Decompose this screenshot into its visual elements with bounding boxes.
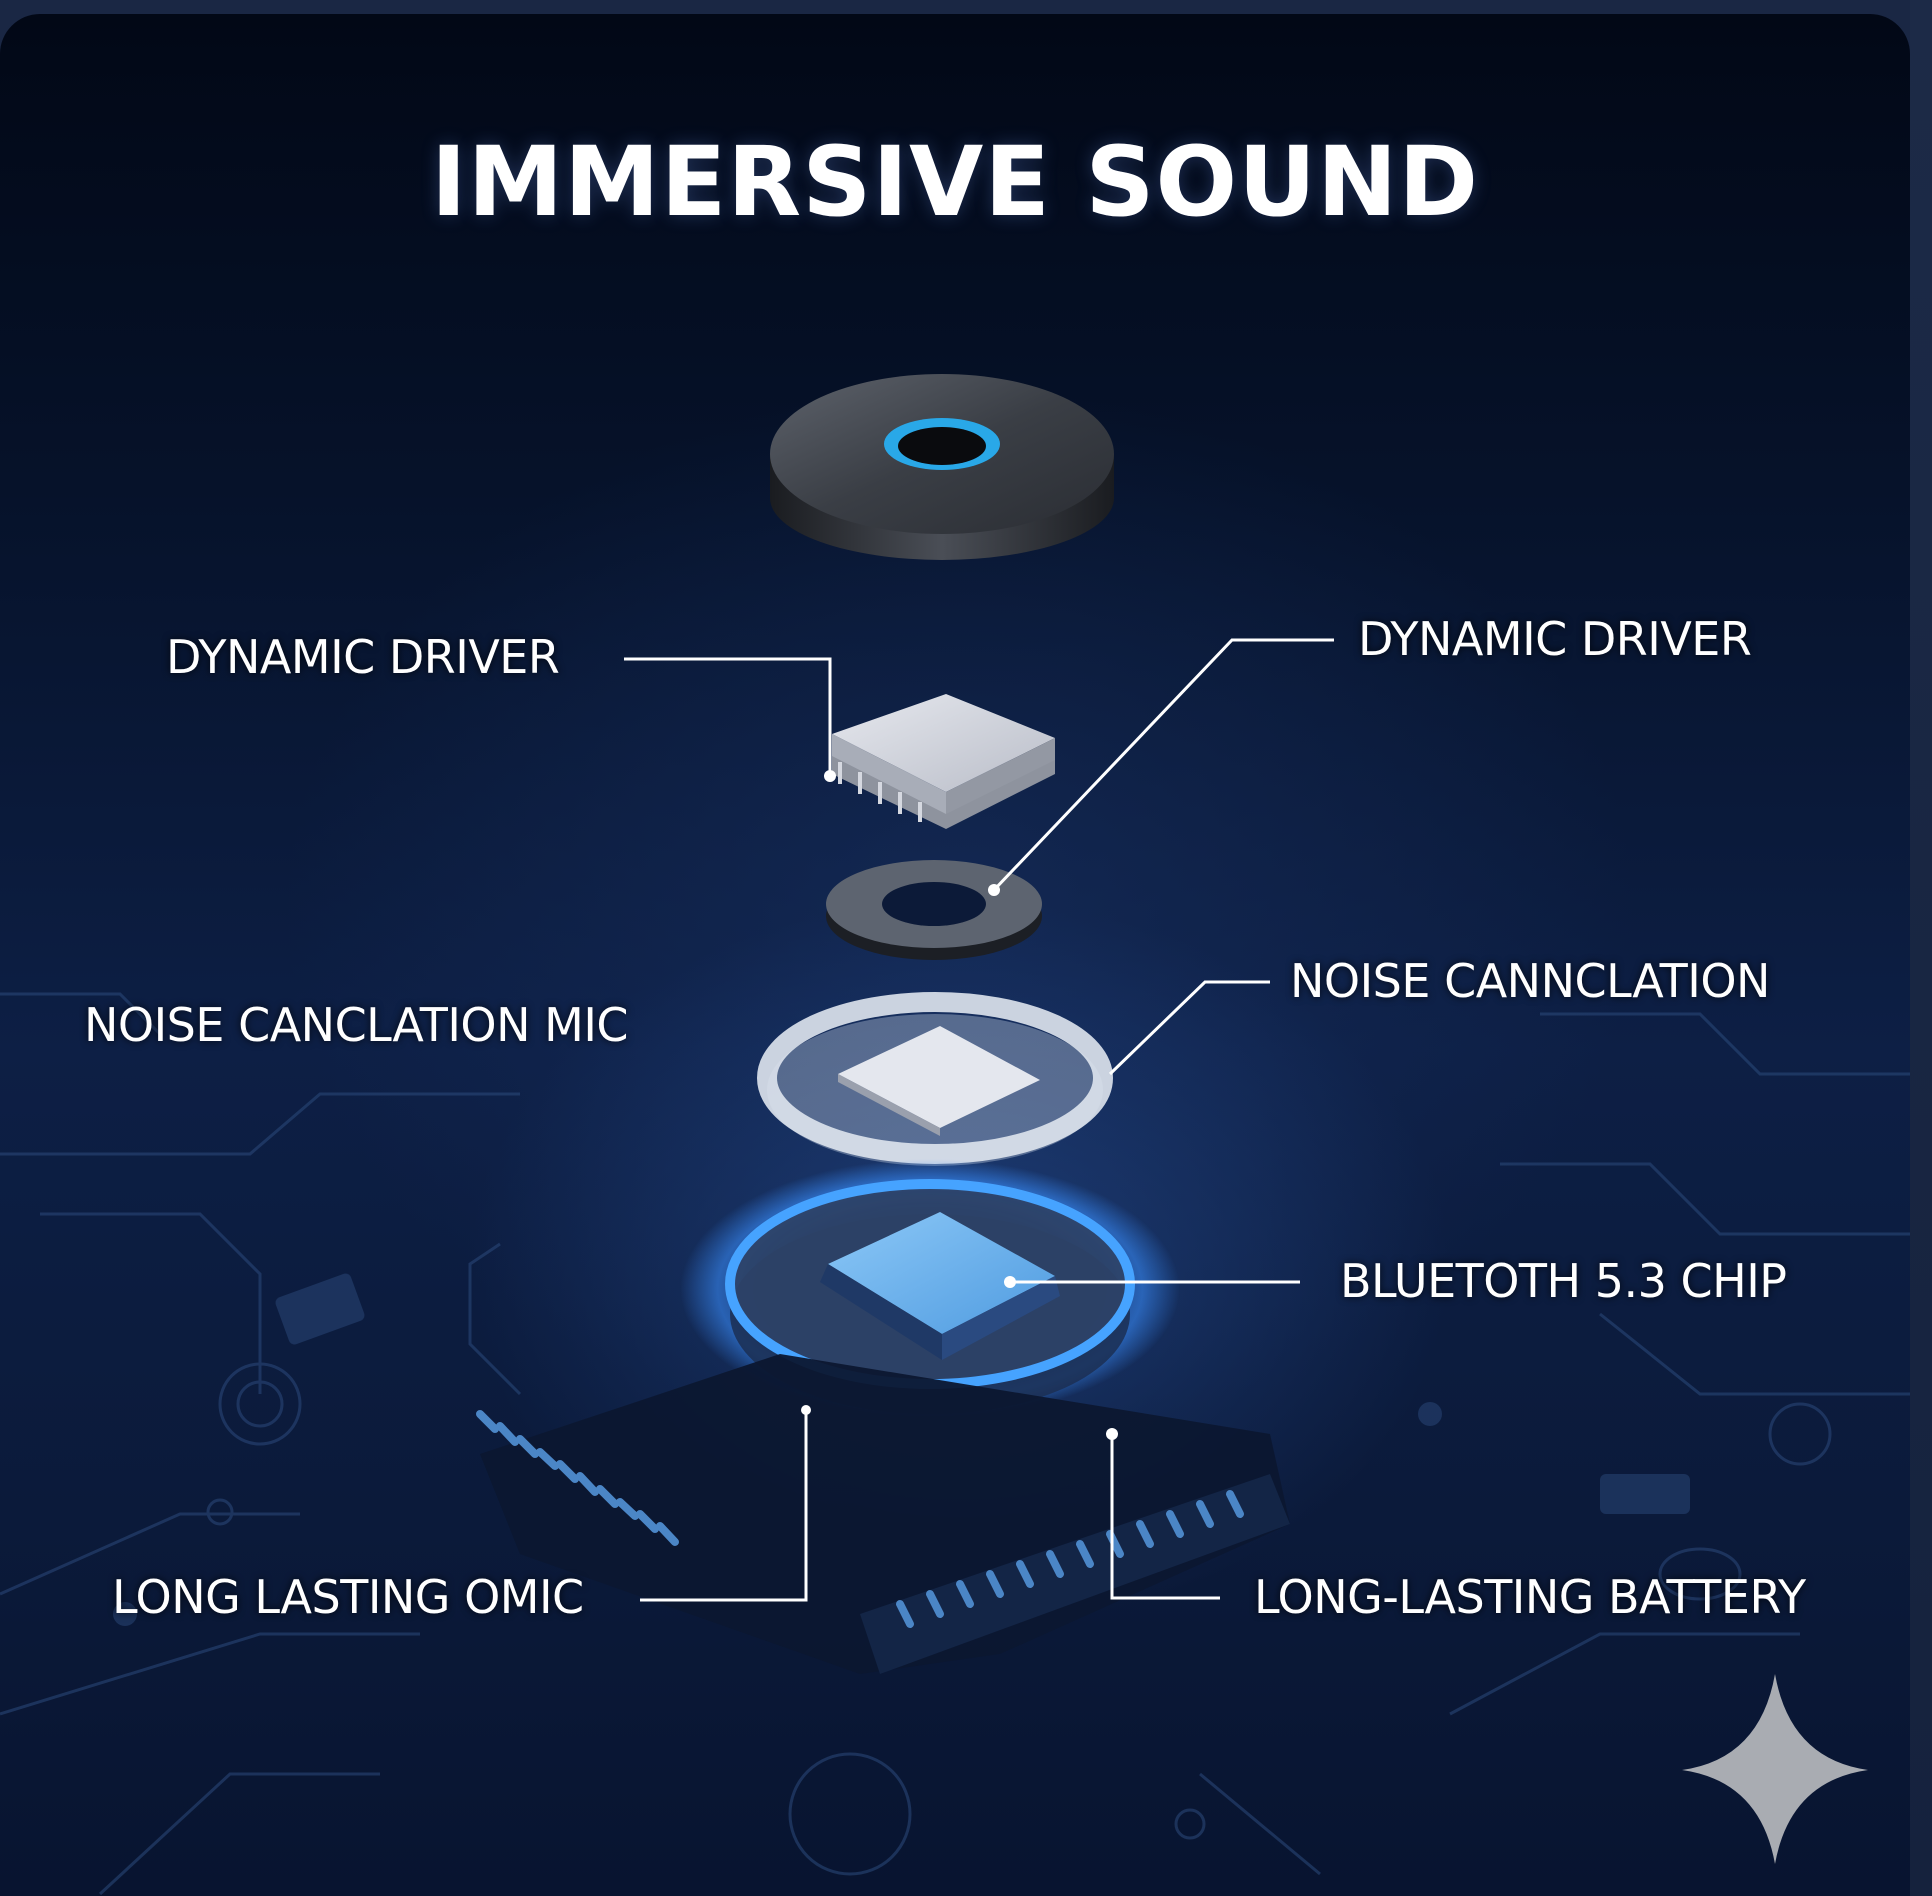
mic-ring [757, 992, 1113, 1166]
callout-noise-cancellation-mic: NOISE CANCLATION MIC [84, 998, 629, 1052]
window-edge [1910, 0, 1932, 1896]
gasket-ring [826, 860, 1042, 960]
callout-dynamic-driver-left: DYNAMIC DRIVER [166, 630, 560, 684]
driver-chip [832, 694, 1055, 829]
callout-noise-cancellation: NOISE CANNCLATION [1290, 954, 1770, 1008]
callout-long-lasting-mic: LONG LASTING OMIC [112, 1570, 584, 1624]
leader-lines [624, 638, 1334, 1602]
infographic-panel: IMMERSIVE SOUND DYNAMIC DRIVER DYNAMIC D… [0, 14, 1910, 1896]
circuit-background [0, 992, 1910, 1896]
exploded-view [476, 374, 1334, 1674]
callout-dynamic-driver-right: DYNAMIC DRIVER [1358, 612, 1752, 666]
callout-long-lasting-battery: LONG-LASTING BATTERY [1254, 1570, 1806, 1624]
page-title: IMMERSIVE SOUND [430, 126, 1480, 238]
callout-bluetooth-chip: BLUETOTH 5.3 CHIP [1340, 1254, 1787, 1308]
earbud-cap [770, 374, 1114, 560]
battery-board [476, 1354, 1290, 1674]
